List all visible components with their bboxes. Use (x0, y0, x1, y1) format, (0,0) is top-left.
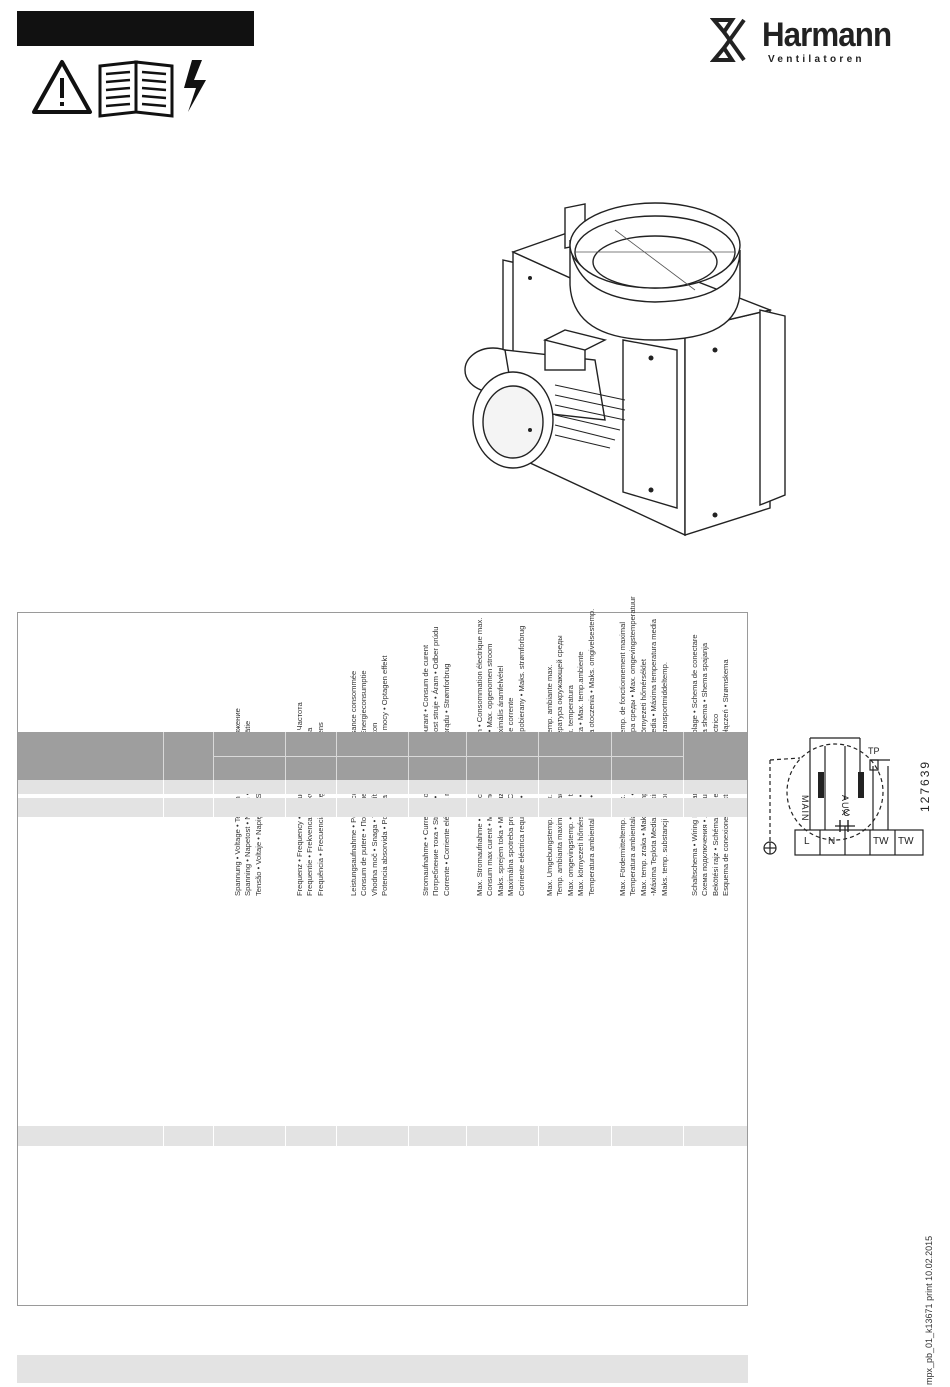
electric-hazard-icon (184, 60, 206, 112)
thermal-protector-icon (869, 759, 879, 771)
wiring-label-c: C (843, 808, 851, 819)
terminal-n: N (828, 836, 836, 847)
terminal-l: L (804, 836, 810, 847)
table-header (18, 732, 747, 780)
spec-table-frame (17, 612, 748, 1306)
manual-book-icon (98, 60, 174, 118)
brand-tagline: Ventilatoren (768, 54, 865, 65)
print-note: mpx_pb_01_k13671 print 10.02.2015 (924, 1235, 934, 1385)
aux-winding-icon (858, 772, 864, 798)
brand-name: Harmann (762, 16, 892, 54)
footer-band (17, 1355, 748, 1383)
terminal-tw-1: TW (873, 836, 889, 847)
main-winding-icon (818, 772, 824, 798)
ground-icon (763, 841, 777, 855)
table-row (18, 1126, 747, 1146)
document-code: 127639 (918, 759, 932, 812)
terminal-tw-2: TW (898, 836, 914, 847)
table-row (18, 798, 747, 817)
brand-logo: Harmann Ventilatoren (710, 10, 910, 70)
safety-icons (32, 60, 206, 118)
warning-icon (32, 60, 92, 114)
wiring-label-main: MAIN (800, 795, 810, 822)
wiring-diagram (763, 737, 924, 856)
header-bar (17, 11, 254, 46)
fan-illustration (464, 202, 786, 537)
wiring-label-tp: TP (868, 746, 880, 756)
table-row (18, 780, 747, 794)
logo-mark-icon (710, 18, 746, 62)
